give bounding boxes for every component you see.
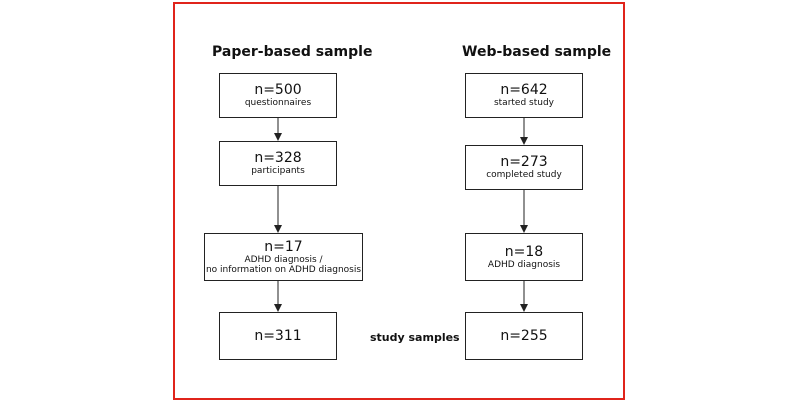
paper-box-adhd: n=17 ADHD diagnosis / no information on … [204, 233, 363, 281]
paper-box-questionnaires: n=500 questionnaires [219, 73, 337, 118]
paper-column-title: Paper-based sample [212, 44, 373, 60]
web-box-study-sample: n=255 [465, 312, 583, 360]
web-box-started: n=642 started study [465, 73, 583, 118]
web-box-adhd-count: n=18 [504, 243, 544, 260]
paper-box-questionnaires-count: n=500 [254, 82, 302, 99]
web-box-completed-count: n=273 [500, 154, 548, 171]
web-box-adhd: n=18 ADHD diagnosis [465, 233, 583, 281]
study-samples-label: study samples [370, 331, 460, 344]
diagram-frame [173, 2, 625, 400]
paper-box-study-sample: n=311 [219, 312, 337, 360]
web-box-completed: n=273 completed study [465, 145, 583, 190]
web-box-adhd-label: ADHD diagnosis [487, 259, 561, 270]
paper-box-study-sample-count: n=311 [254, 327, 302, 344]
web-column-title: Web-based sample [462, 44, 612, 60]
web-box-started-label: started study [493, 98, 555, 109]
paper-box-participants-label: participants [251, 166, 305, 177]
web-box-completed-label: completed study [486, 170, 562, 181]
paper-box-participants: n=328 participants [219, 141, 337, 186]
web-box-study-sample-count: n=255 [500, 327, 548, 344]
web-box-started-count: n=642 [500, 82, 548, 99]
paper-box-participants-count: n=328 [254, 150, 302, 167]
paper-box-adhd-label: ADHD diagnosis / no information on ADHD … [205, 254, 362, 276]
paper-box-adhd-count: n=17 [264, 238, 303, 255]
paper-box-questionnaires-label: questionnaires [244, 98, 312, 109]
